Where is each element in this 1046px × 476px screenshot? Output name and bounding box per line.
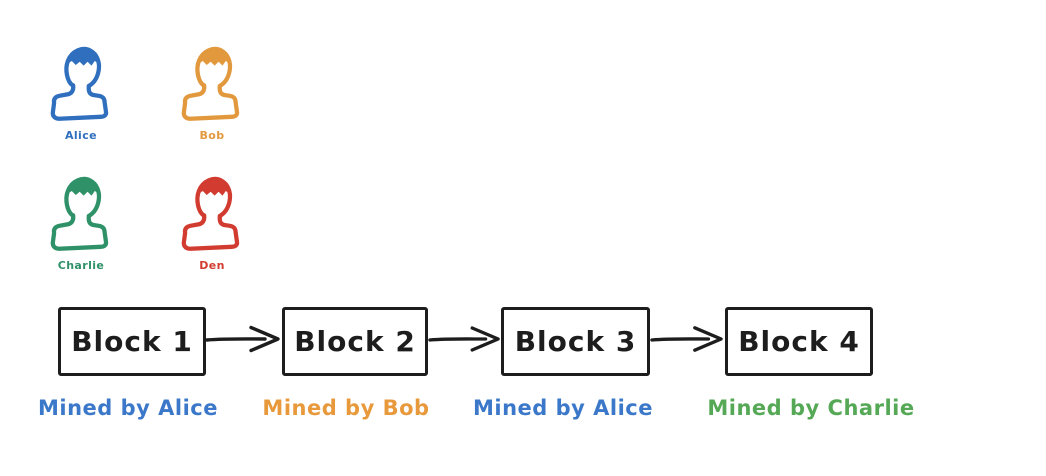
person-name-label: Bob (199, 129, 225, 142)
person-alice: Alice (46, 42, 116, 142)
person-den: Den (177, 172, 247, 272)
person-charlie: Charlie (46, 172, 116, 272)
block-1: Block 1 (58, 307, 206, 376)
person-name-label: Alice (64, 129, 98, 142)
chain-arrow-icon (650, 323, 724, 355)
person-bust-icon (179, 172, 245, 256)
miner-label-block-1: Mined by Alice (37, 396, 218, 420)
block-3: Block 3 (501, 307, 650, 376)
person-name-label: Den (199, 259, 225, 272)
miner-label-block-3: Mined by Alice (472, 396, 653, 420)
person-bust-icon (179, 42, 245, 126)
block-label: Block 4 (738, 325, 860, 358)
person-name-label: Charlie (57, 259, 105, 272)
chain-arrow-icon (428, 323, 501, 355)
person-bust-icon (48, 172, 114, 256)
miner-label-block-2: Mined by Bob (262, 396, 430, 420)
miner-label-block-4: Mined by Charlie (707, 396, 915, 420)
block-label: Block 1 (71, 325, 193, 358)
person-bust-icon (48, 42, 114, 126)
block-label: Block 3 (514, 325, 637, 358)
chain-arrow-icon (205, 323, 281, 355)
person-bob: Bob (177, 42, 247, 142)
block-2: Block 2 (282, 307, 428, 376)
block-label: Block 2 (294, 325, 416, 358)
block-4: Block 4 (725, 307, 873, 376)
